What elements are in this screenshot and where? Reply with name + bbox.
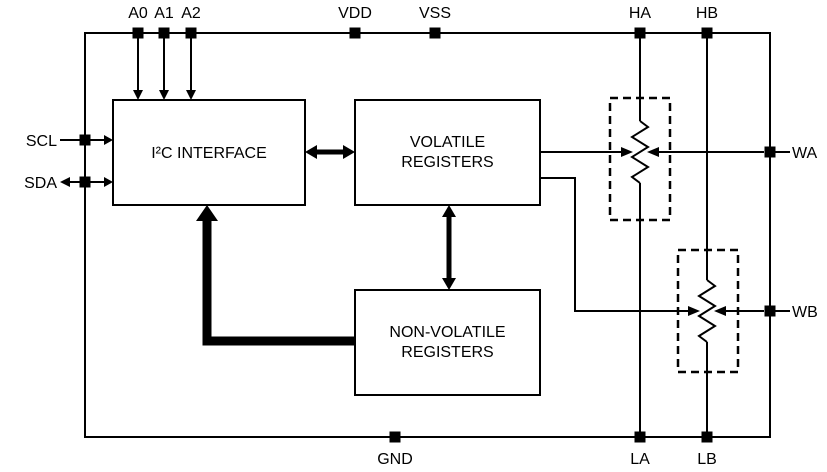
pin-vdd-square — [349, 27, 361, 39]
pin-a0-square — [132, 27, 144, 39]
wa-wiper-arrowhead — [647, 147, 659, 157]
pin-vss-square — [429, 27, 441, 39]
volatile-registers-label-line2: REGISTERS — [401, 154, 493, 171]
pin-ha-label: HA — [629, 5, 652, 22]
pin-sda-label: SDA — [24, 175, 57, 192]
volatile-nonvolatile-bottom-arrowhead — [442, 278, 456, 290]
pin-hb-label: HB — [696, 5, 718, 22]
pin-ha-square — [634, 27, 646, 39]
pin-gnd-square — [389, 431, 401, 443]
resistor-b-zigzag — [697, 279, 717, 343]
pin-vdd-label: VDD — [338, 5, 372, 22]
pin-hb-square — [701, 27, 713, 39]
pin-wa-square — [764, 146, 776, 158]
sda-in-arrowhead — [104, 177, 113, 187]
volatile-registers-label-line1: VOLATILE — [410, 134, 485, 151]
i2c-volatile-right-arrowhead — [343, 145, 355, 159]
pin-lb-label: LB — [697, 451, 717, 468]
pin-la-square — [634, 431, 646, 443]
pin-vss-label: VSS — [419, 5, 451, 22]
wb-wiper-arrowhead — [714, 306, 726, 316]
sda-out-arrowhead — [60, 177, 70, 187]
pin-scl-square — [79, 134, 91, 146]
scl-arrowhead — [104, 135, 113, 145]
pin-scl-label: SCL — [26, 133, 57, 150]
pin-a1-label: A1 — [154, 5, 174, 22]
i2c-interface-label: I²C INTERFACE — [151, 145, 267, 162]
volatile-nonvolatile-top-arrowhead — [442, 205, 456, 217]
pin-wa-label: WA — [792, 145, 818, 162]
pin-wb-label: WB — [792, 304, 818, 321]
pin-a0-label: A0 — [128, 5, 148, 22]
wiper-b-control-arrowhead — [688, 306, 700, 316]
wiper-b-control-wire — [540, 177, 689, 312]
volatile-registers-block — [354, 99, 541, 206]
nonvolatile-to-i2c-arrowhead — [196, 205, 218, 221]
nonvolatile-to-i2c-bus — [202, 219, 355, 346]
non-volatile-registers-block — [354, 289, 541, 396]
pin-sda-square — [79, 176, 91, 188]
non-volatile-registers-label-line1: NON-VOLATILE — [389, 324, 505, 341]
resistor-a-zigzag — [630, 120, 650, 184]
pin-wb-square — [764, 305, 776, 317]
non-volatile-registers-label-line2: REGISTERS — [401, 344, 493, 361]
pin-a1-square — [158, 27, 170, 39]
i2c-interface-block — [112, 99, 306, 206]
potentiometer-a-dashed-box — [608, 96, 672, 222]
pin-gnd-label: GND — [377, 451, 413, 468]
a1-arrowhead — [159, 90, 169, 100]
a0-arrowhead — [133, 90, 143, 100]
pin-a2-label: A2 — [181, 5, 201, 22]
pin-lb-square — [701, 431, 713, 443]
i2c-volatile-left-arrowhead — [305, 145, 317, 159]
wiper-a-control-arrowhead — [621, 147, 633, 157]
pin-la-label: LA — [630, 451, 650, 468]
pin-a2-square — [185, 27, 197, 39]
a2-arrowhead — [186, 90, 196, 100]
